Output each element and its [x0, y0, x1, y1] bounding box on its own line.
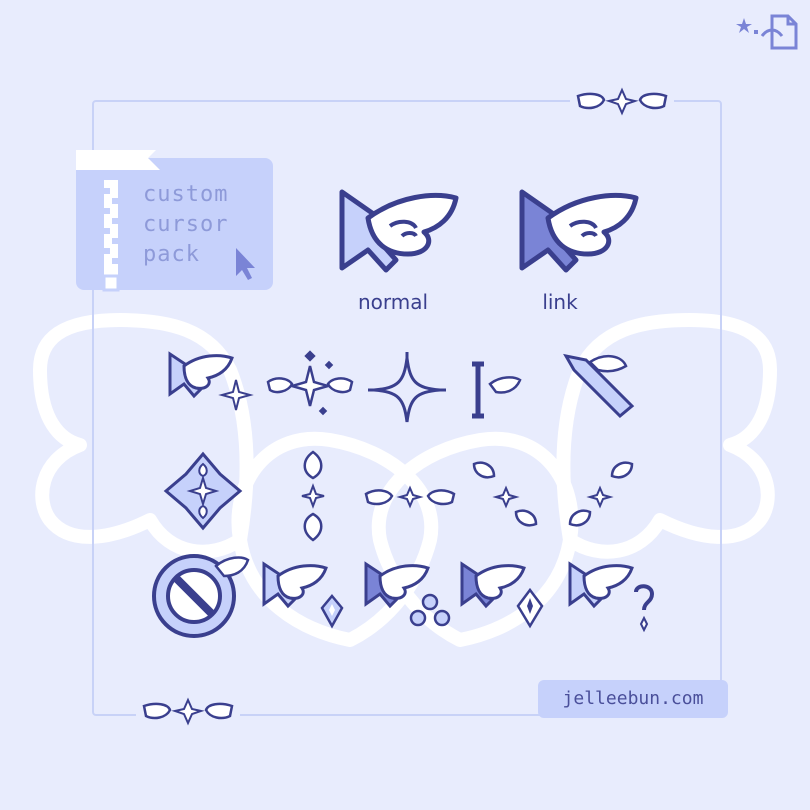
working-cursor-icon	[262, 561, 344, 629]
content-frame	[92, 100, 722, 716]
site-badge	[538, 680, 728, 718]
folder-title-line: cursor	[143, 212, 229, 237]
frame-ornament-top	[570, 87, 674, 116]
help-icon	[568, 561, 655, 633]
normal-cursor-label: normal	[357, 290, 429, 314]
share-icon[interactable]	[736, 12, 800, 52]
normal-cursor-icon[interactable]	[338, 188, 460, 278]
link-select-icon	[460, 561, 544, 629]
folder-title-line: pack	[143, 242, 200, 267]
move-icon	[163, 451, 243, 531]
pen-icon	[563, 353, 635, 419]
link-cursor-label: link	[542, 290, 578, 314]
resize-vertical-icon	[301, 450, 325, 542]
link-cursor-icon[interactable]	[518, 188, 640, 278]
text-beam-icon	[472, 361, 522, 419]
folder-title: custom cursor pack	[143, 180, 228, 270]
resize-horizontal-icon	[364, 485, 456, 509]
unavailable-icon	[152, 554, 250, 638]
resize-diagonal-icon	[472, 461, 538, 527]
small-cursor-sparkle-icon[interactable]	[166, 350, 256, 420]
site-link[interactable]: jelleebun.com	[562, 688, 704, 709]
busy-cursor-icon	[364, 561, 451, 627]
sparkle-wings-icon	[266, 350, 354, 416]
folder-title-line: custom	[143, 182, 229, 207]
resize-diagonal-alt-icon	[568, 461, 634, 527]
zip-folder-icon	[76, 150, 273, 292]
frame-ornament-bottom	[136, 697, 240, 726]
precision-sparkle-icon	[368, 352, 446, 423]
